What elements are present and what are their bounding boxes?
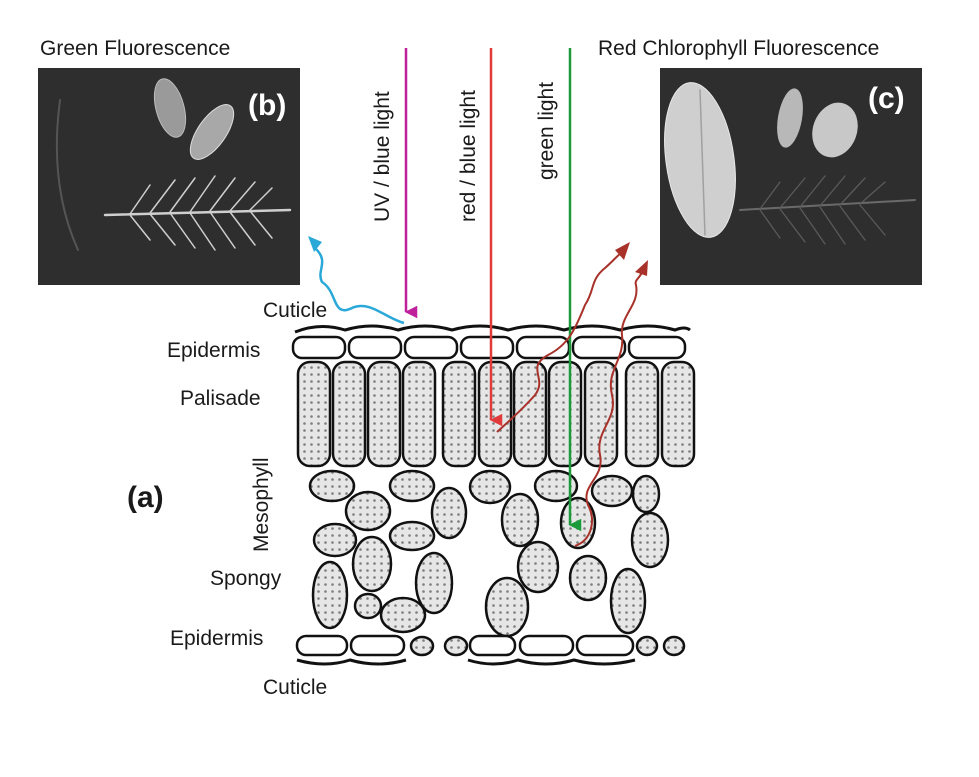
red-fluorescence-emission-1: [496, 251, 623, 433]
panel-b-tag: (b): [248, 89, 286, 122]
label-epidermis-bottom: Epidermis: [170, 627, 263, 650]
green-label: green light: [535, 82, 558, 180]
spongy-cells: [308, 469, 670, 638]
panel-b-green-fluorescence: Green Fluorescence (b): [38, 37, 300, 285]
uv-blue-label: UV / blue light: [371, 91, 394, 222]
layer-labels: Cuticle Epidermis Palisade Mesophyll Spo…: [127, 299, 327, 699]
panel-b-leaf-image: [55, 78, 292, 251]
label-spongy: Spongy: [210, 567, 282, 590]
emitted-fluorescence: [308, 236, 648, 547]
bottom-epidermis-cells: [295, 634, 635, 657]
guard-cells: [409, 635, 686, 657]
panel-c-tag: (c): [868, 82, 905, 115]
top-cuticle: [294, 324, 691, 334]
bottom-cuticle-right: [467, 658, 636, 666]
palisade-cells: [296, 360, 696, 468]
label-cuticle-top: Cuticle: [263, 299, 327, 322]
leaf-cross-section: [291, 324, 696, 666]
label-cuticle-bottom: Cuticle: [263, 676, 327, 699]
label-epidermis-top: Epidermis: [167, 339, 260, 362]
panel-c-leaf-image: [664, 82, 916, 245]
incoming-light: UV / blue light red / blue light green l…: [371, 48, 582, 532]
top-epidermis-cells: [291, 335, 687, 360]
bottom-cuticle-left: [296, 658, 407, 666]
green-fluorescence-emission: [314, 247, 405, 325]
panel-c-red-chlorophyll-fluorescence: Red Chlorophyll Fluorescence (c): [598, 37, 922, 285]
panel-c-title: Red Chlorophyll Fluorescence: [598, 37, 879, 60]
red-fluorescence-emission-2: [574, 271, 643, 547]
label-palisade: Palisade: [180, 387, 261, 410]
panel-b-title: Green Fluorescence: [40, 37, 230, 60]
panel-a-tag: (a): [127, 481, 164, 514]
red-blue-label: red / blue light: [457, 90, 480, 222]
label-mesophyll: Mesophyll: [250, 457, 273, 552]
